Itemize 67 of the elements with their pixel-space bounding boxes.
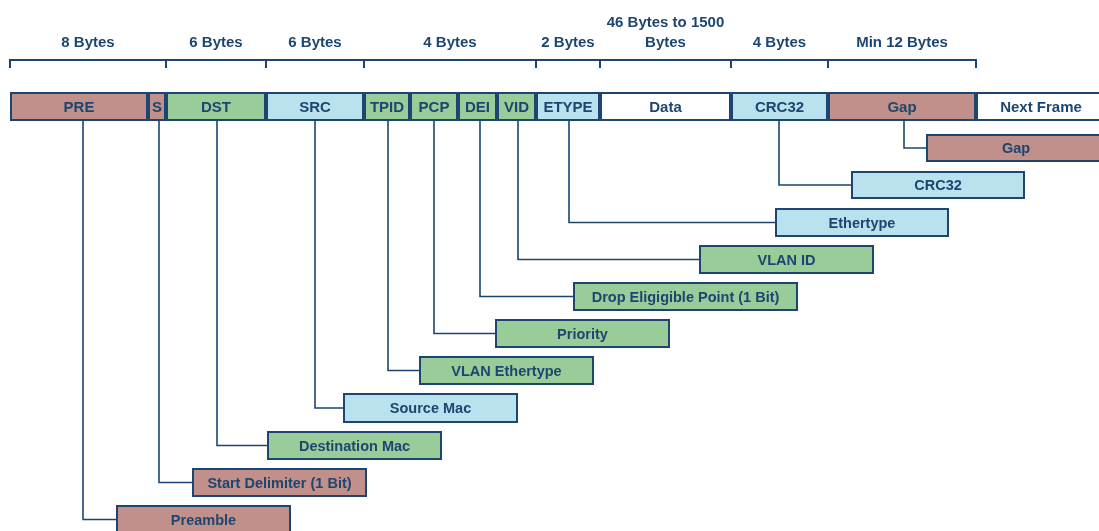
field-abbreviation: VID bbox=[504, 98, 529, 115]
frame-field bbox=[166, 92, 266, 121]
byte-size-label: 4 Bytes bbox=[751, 32, 808, 52]
byte-size-label: 6 Bytes bbox=[287, 32, 343, 52]
byte-size-label: 46 Bytes to 1500 Bytes bbox=[605, 12, 726, 52]
field-description-box bbox=[192, 468, 367, 497]
leader-line bbox=[158, 120, 193, 484]
field-description-box bbox=[343, 393, 518, 423]
field-description-box bbox=[926, 134, 1099, 162]
byte-size-label: 4 Bytes bbox=[422, 32, 478, 52]
field-abbreviation: Gap bbox=[887, 98, 917, 115]
field-description-box bbox=[419, 356, 594, 385]
field-name: Start Delimiter (1 Bit) bbox=[207, 474, 352, 491]
field-description-box bbox=[267, 431, 442, 460]
leader-line bbox=[479, 120, 574, 298]
field-name: VLAN ID bbox=[757, 251, 816, 268]
frame-field bbox=[410, 92, 458, 121]
field-name: Drop Eligigible Point (1 Bit) bbox=[591, 288, 780, 305]
leader-line bbox=[903, 120, 927, 149]
frame-field bbox=[600, 92, 731, 121]
field-abbreviation: Data bbox=[649, 98, 682, 115]
frame-field bbox=[364, 92, 410, 121]
frame-field bbox=[458, 92, 497, 121]
field-description-box bbox=[851, 171, 1025, 199]
frame-field bbox=[266, 92, 364, 121]
field-abbreviation: CRC32 bbox=[754, 98, 805, 115]
frame-field bbox=[536, 92, 600, 121]
field-abbreviation: TPID bbox=[369, 98, 405, 115]
leader-line bbox=[517, 120, 700, 261]
field-name: CRC32 bbox=[914, 177, 962, 193]
field-name: VLAN Ethertype bbox=[451, 362, 562, 379]
field-name: Source Mac bbox=[389, 400, 472, 416]
byte-size-label: 6 Bytes bbox=[188, 32, 244, 52]
field-abbreviation: S bbox=[152, 98, 162, 115]
field-name: Preamble bbox=[170, 511, 237, 528]
leader-line bbox=[314, 120, 344, 409]
field-description-box bbox=[573, 282, 798, 311]
leader-line bbox=[568, 120, 776, 224]
field-description-box bbox=[775, 208, 949, 237]
leader-line bbox=[216, 120, 268, 447]
frame-field bbox=[10, 92, 148, 121]
frame-field bbox=[976, 92, 1099, 121]
field-name: Priority bbox=[557, 325, 608, 342]
field-description-box bbox=[699, 245, 874, 274]
frame-field bbox=[828, 92, 976, 121]
byte-size-label: 2 Bytes bbox=[540, 32, 596, 52]
field-abbreviation: PCP bbox=[418, 98, 450, 115]
frame-field bbox=[731, 92, 828, 121]
field-name: Ethertype bbox=[828, 214, 896, 231]
field-abbreviation: PRE bbox=[63, 98, 95, 115]
field-description-box bbox=[116, 505, 291, 531]
field-abbreviation: DEI bbox=[465, 98, 490, 115]
field-abbreviation: DST bbox=[201, 98, 231, 115]
field-abbreviation: ETYPE bbox=[543, 98, 593, 115]
leader-line bbox=[82, 120, 117, 521]
field-abbreviation: Next Frame bbox=[1000, 98, 1082, 115]
byte-size-label: 8 Bytes bbox=[60, 32, 116, 52]
byte-size-label: Min 12 Bytes bbox=[855, 32, 949, 52]
leader-line bbox=[387, 120, 420, 372]
field-name: Gap bbox=[1001, 140, 1031, 156]
field-abbreviation: SRC bbox=[299, 98, 331, 115]
frame-field bbox=[148, 92, 166, 121]
leader-line bbox=[433, 120, 496, 335]
frame-field bbox=[497, 92, 536, 121]
leader-line bbox=[778, 120, 852, 186]
field-description-box bbox=[495, 319, 670, 348]
field-name: Destination Mac bbox=[298, 437, 411, 454]
